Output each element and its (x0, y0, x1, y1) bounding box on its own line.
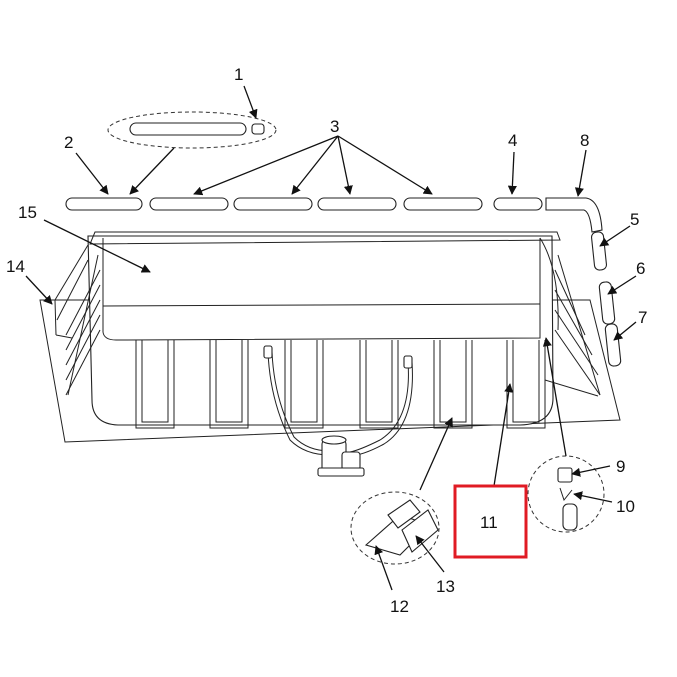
vertical-legs (590, 231, 622, 367)
filter-pump (263, 345, 413, 477)
label-2: 2 (64, 133, 73, 152)
label-8: 8 (580, 131, 589, 150)
label-12: 12 (390, 597, 409, 616)
label-15: 15 (18, 203, 37, 222)
rail-detail-1 (107, 111, 277, 149)
ladder-left (54, 244, 101, 396)
highlight-box-11 (453, 484, 528, 559)
leader-arrows (25, 85, 637, 591)
label-9: 9 (616, 457, 625, 476)
ladder-right (544, 254, 601, 397)
label-5: 5 (630, 210, 639, 229)
label-7: 7 (638, 308, 647, 327)
detail-9-10 (527, 455, 605, 533)
label-6: 6 (636, 259, 645, 278)
label-10: 10 (616, 497, 635, 516)
pool-legs (135, 340, 546, 429)
label-3: 3 (330, 117, 339, 136)
label-11: 11 (480, 513, 498, 532)
label-14: 14 (6, 257, 25, 276)
label-4: 4 (508, 131, 517, 150)
pool-body (87, 231, 561, 426)
top-rails (65, 197, 603, 233)
detail-12-13 (350, 491, 440, 565)
label-1: 1 (234, 65, 243, 84)
label-13: 13 (436, 577, 455, 596)
